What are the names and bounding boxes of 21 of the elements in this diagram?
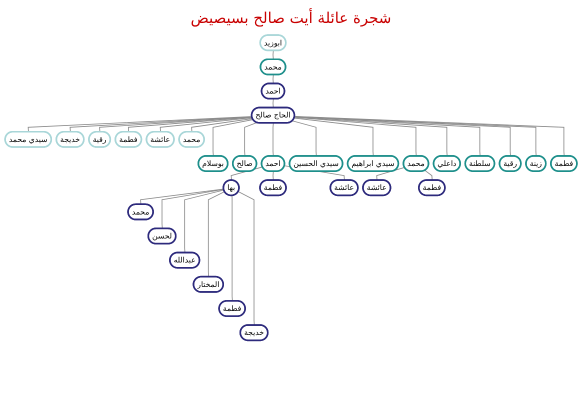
connector (208, 191, 226, 278)
connector (162, 188, 224, 230)
connector (184, 190, 224, 254)
connector (238, 191, 255, 326)
connector (272, 122, 274, 157)
connector (99, 116, 253, 132)
connector (294, 118, 374, 157)
connector (244, 122, 258, 157)
connector (294, 116, 448, 157)
connector (70, 116, 252, 132)
connector (191, 118, 254, 132)
connector (292, 120, 317, 157)
connector (424, 170, 433, 181)
connector (160, 117, 253, 132)
connector (140, 188, 224, 205)
connector (294, 116, 417, 157)
connector (212, 119, 254, 157)
connector (128, 116, 253, 132)
connector (232, 195, 233, 302)
diagram-title: شجرة عائلة أيت صالح بسيصيض (190, 8, 392, 28)
connector (28, 116, 252, 132)
